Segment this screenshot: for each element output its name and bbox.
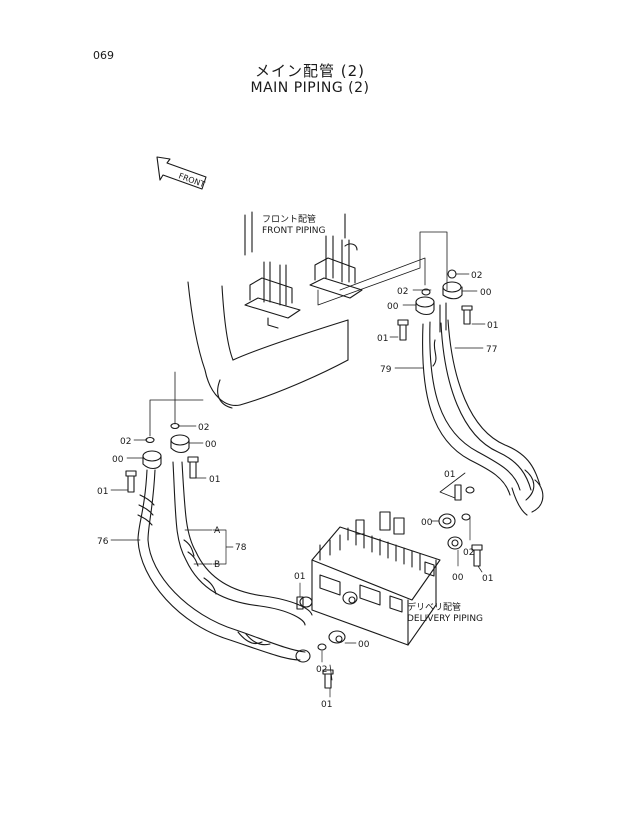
callout-01-valve-bottom: 01 [321,700,332,710]
callout-78-hose: 78 [235,543,247,553]
flange-left-upper [170,422,190,454]
callout-02-flange-right: 02 [471,271,482,281]
boom-outline [187,211,349,409]
hose-76 [137,469,311,663]
flange-left-lower [142,436,162,470]
callout-01-valve-left: 01 [294,572,305,582]
callout-labels: 02 00 01 77 02 00 01 79 02 02 00 00 01 0… [97,271,498,710]
flange-right-lower [415,288,435,316]
callout-00-left-upper: 00 [205,440,217,450]
hose-77 [440,319,544,513]
delivery-piping-label: DELIVERY PIPING [407,614,483,624]
callout-01-valve-right-top: 01 [444,470,455,480]
callout-02-valve-bottom: 02 [316,665,327,675]
page-title-japanese: メイン配管 (2) [254,62,366,80]
leader-lines [149,231,466,681]
callout-a: A [214,526,221,536]
callout-00-valve-right-lower: 00 [452,573,464,583]
callout-01-left-upper: 01 [209,475,220,485]
callout-00-flange-left-top: 00 [387,302,399,312]
control-valve-block [311,511,441,646]
callout-b: B [214,560,220,570]
delivery-piping-label-jp: デリベリ配管 [407,601,461,613]
front-arrow-label-group: FRONT [177,171,206,189]
callout-76-hose: 76 [97,537,109,547]
bolt-left-lower [125,470,137,493]
callout-01-bolt-right: 01 [487,321,498,331]
callout-02-left-lower: 02 [120,437,131,447]
bolt-right-upper [461,305,473,325]
hose-79 [422,302,528,516]
callout-00-valve-bottom: 00 [358,640,370,650]
callout-02-left-upper: 02 [198,423,209,433]
callout-01-left-lower: 01 [97,487,108,497]
callout-77-hose: 77 [486,345,497,355]
bolt-right-lower [397,319,409,341]
callout-01-bolt-left-top: 01 [377,334,388,344]
callout-02-valve-right: 02 [463,548,474,558]
callout-79-hose: 79 [380,365,392,375]
front-piping-bracket-right [309,235,363,299]
flange-right-upper [442,269,463,300]
front-arrow-icon [156,156,207,190]
callout-00-left-lower: 00 [112,455,124,465]
callout-00-valve-right: 00 [421,518,433,528]
hose-78 [172,461,313,626]
callout-01-valve-right: 01 [482,574,493,584]
front-piping-label-jp: フロント配管 [262,213,316,225]
front-piping-label: FRONT PIPING [262,226,326,236]
bolt-left-upper [187,456,199,479]
front-arrow-label: FRONT [177,171,206,189]
callout-02-flange-left-top: 02 [397,287,408,297]
page-title: MAIN PIPING (2) [250,80,370,96]
callout-leaders [110,273,486,698]
page-number: 069 [93,49,114,62]
front-piping-bracket-left [244,261,301,329]
callout-00-flange-right: 00 [480,288,492,298]
